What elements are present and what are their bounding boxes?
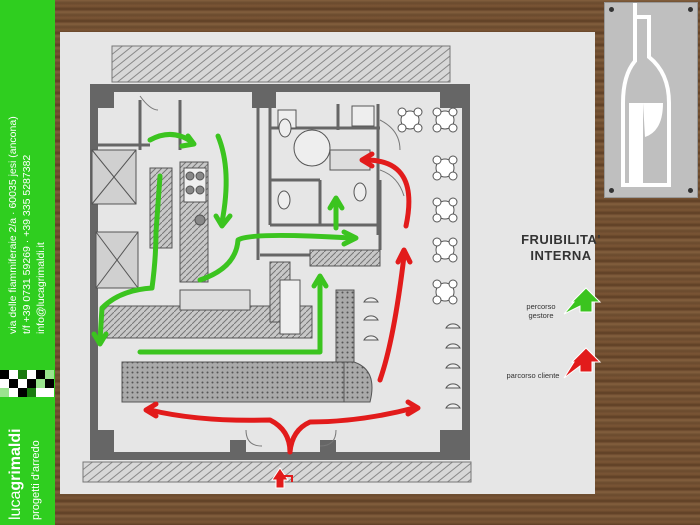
legend-customer-arrow <box>563 347 602 379</box>
logo-panel <box>604 2 698 198</box>
dining-tables <box>397 107 458 305</box>
customer-route-arrows <box>143 151 421 455</box>
top-paving <box>111 45 451 83</box>
bar-stools <box>363 297 461 409</box>
kitchen-equipment <box>91 149 381 339</box>
checker-pattern <box>0 370 55 398</box>
screw-icon <box>609 188 614 193</box>
screw-icon <box>688 7 693 12</box>
wine-bottle-glass-icon <box>621 3 671 187</box>
sidebar: via delle fiammiferaie 2/a · 60035 jesi … <box>0 0 55 525</box>
screw-icon <box>609 7 614 12</box>
diagram-title: FRUIBILITA' INTERNA <box>506 232 616 264</box>
screw-icon <box>688 188 693 193</box>
legend-customer-label: parcorso cliente <box>506 371 560 380</box>
entrance-marker <box>271 467 293 489</box>
legend-staff-label: percorso gestore <box>526 302 556 320</box>
legend-staff-arrow <box>563 287 602 315</box>
title-line2: INTERNA <box>530 248 592 263</box>
title-line1: FRUIBILITA' <box>521 232 601 247</box>
bar-counter <box>121 289 373 403</box>
staff-route-arrows <box>91 132 359 355</box>
door-swings <box>139 95 405 447</box>
outer-walls <box>90 84 470 460</box>
restroom-fixtures <box>277 105 375 210</box>
